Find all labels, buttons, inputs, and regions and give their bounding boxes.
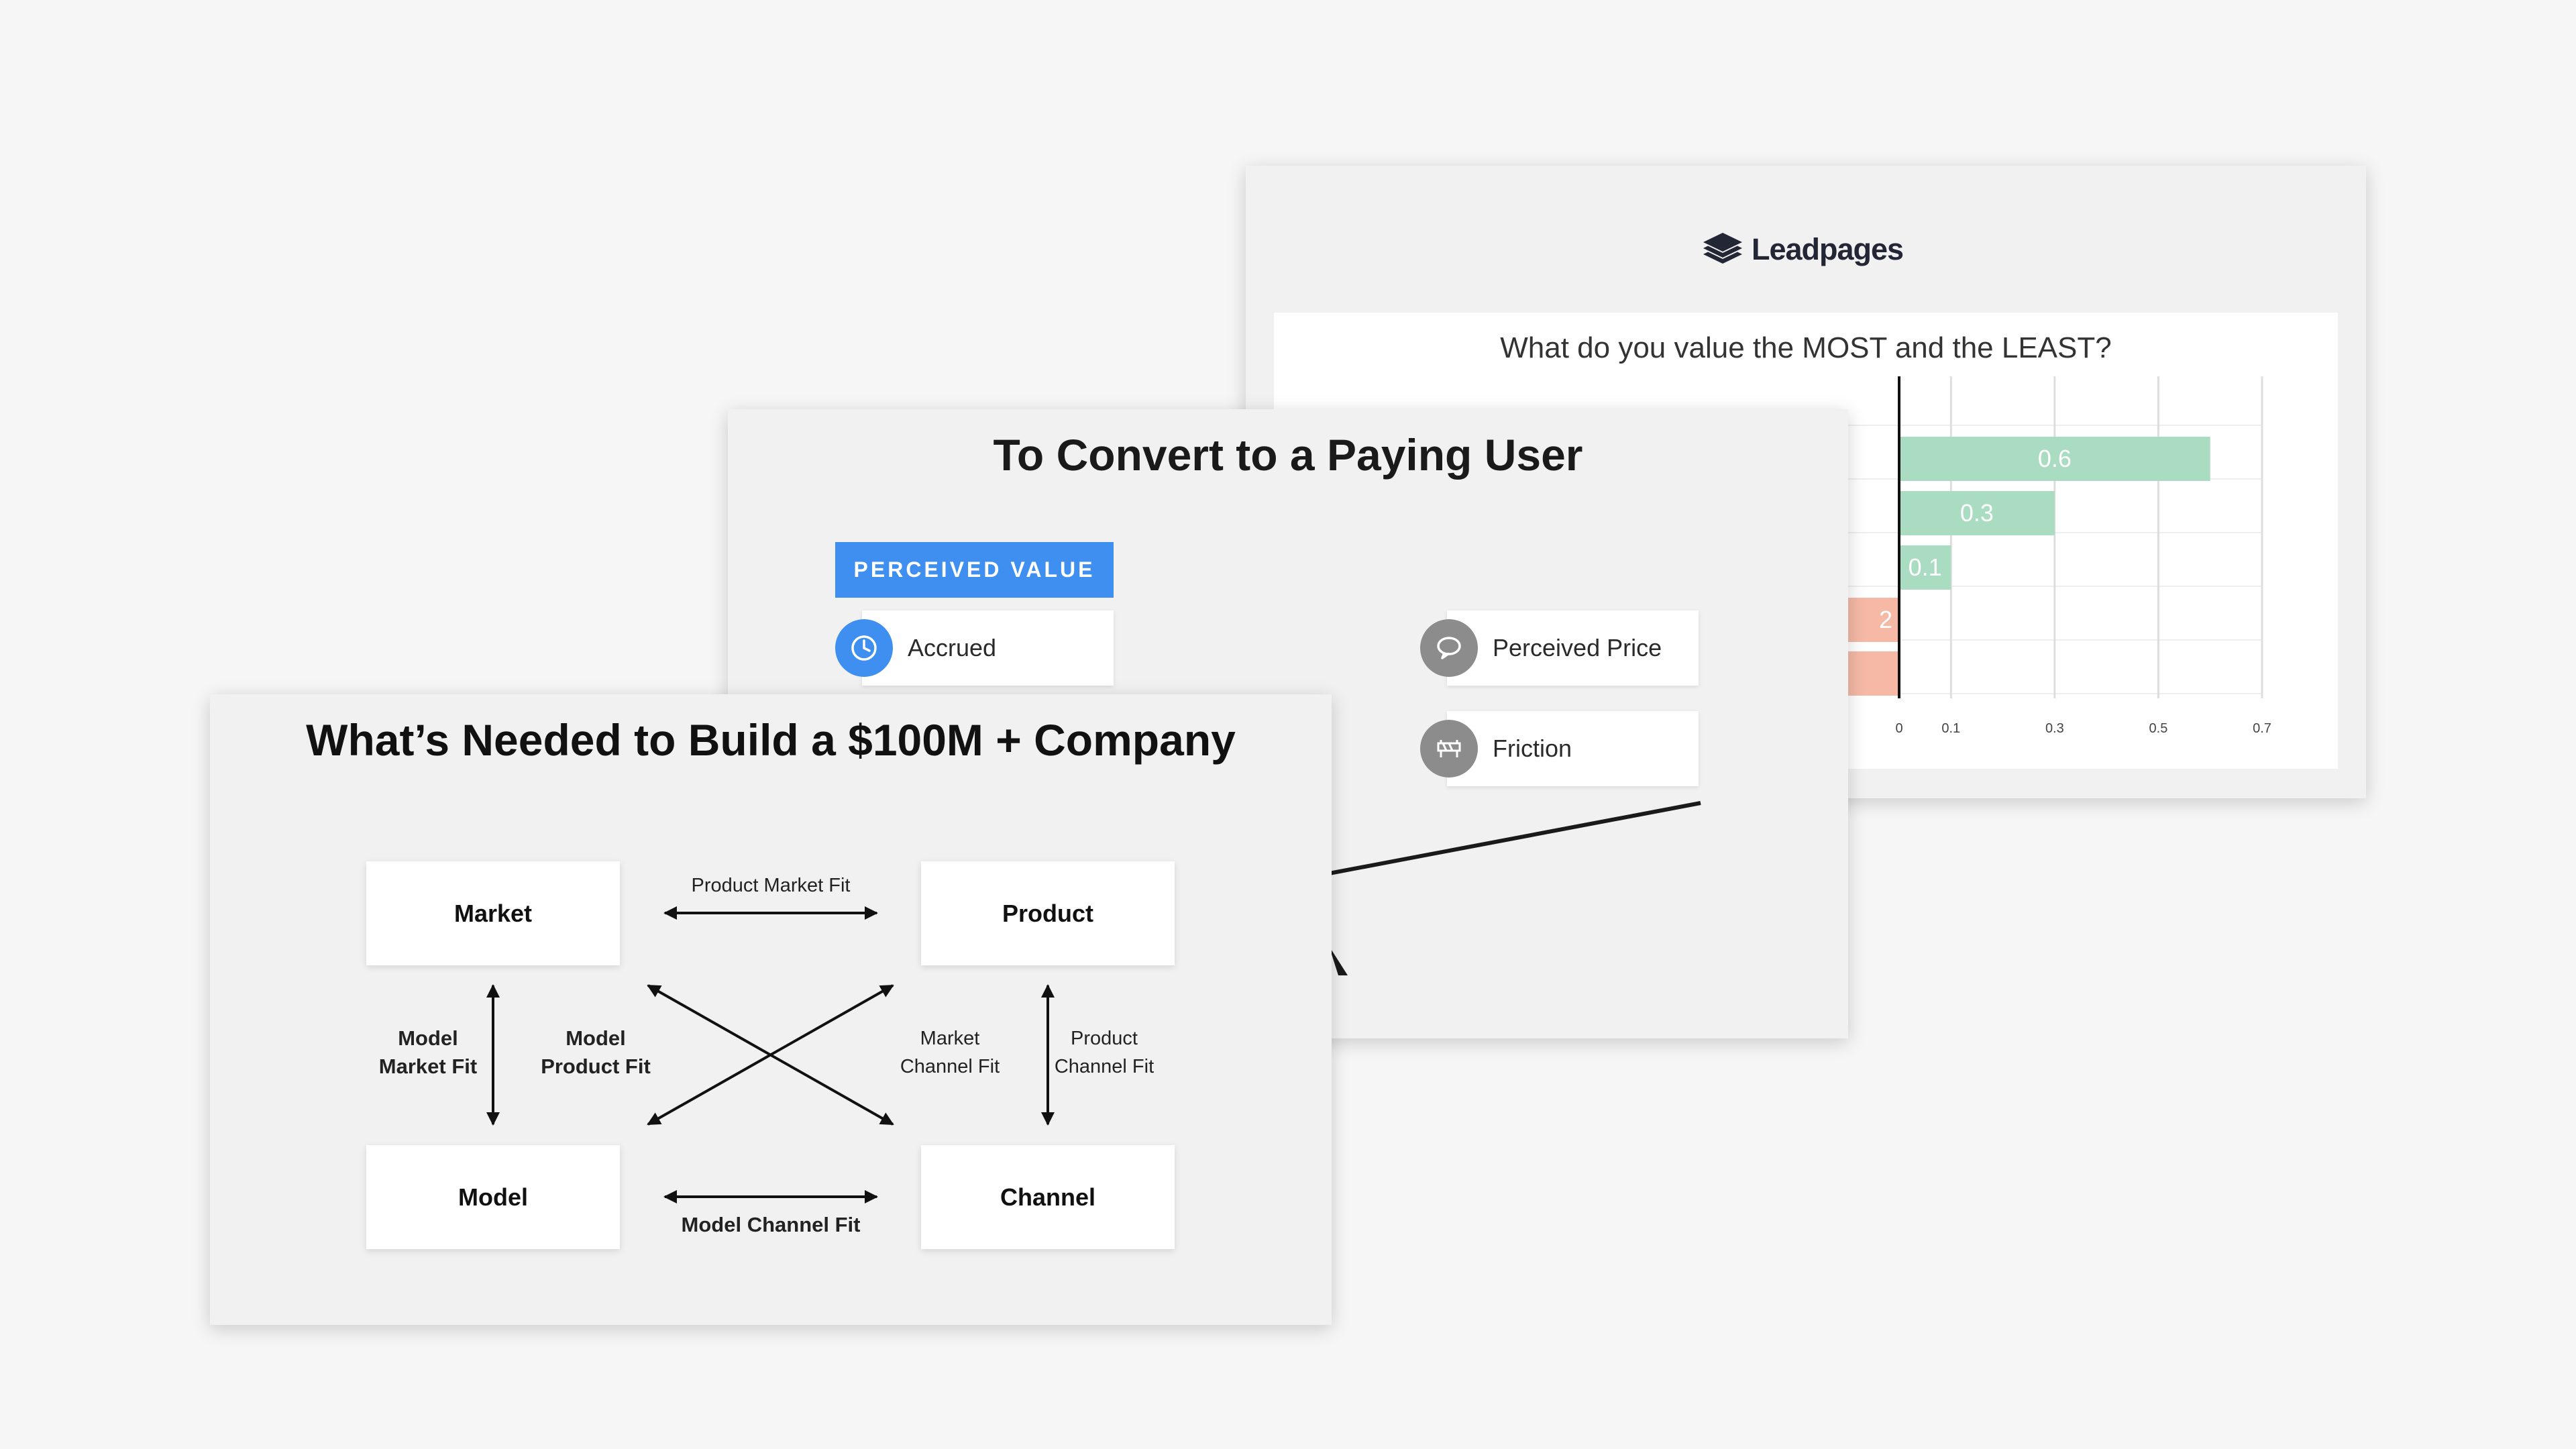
model-box: Model [366,1145,620,1249]
tick-label: 0.7 [2253,721,2271,736]
balance-line [1311,801,1701,975]
accrued-item: Accrued [835,610,1114,686]
perceived-price-item: Perceived Price [1420,610,1699,686]
product-market-fit-label: Product Market Fit [691,875,851,896]
product-box: Product [921,861,1175,965]
tick-label: 0.1 [1941,721,1960,736]
company-slide: What’s Needed to Build a $100M + Company… [210,694,1332,1325]
bar-positive [1899,437,2210,481]
clock-icon [835,619,893,677]
leadpages-logo: Leadpages [1702,229,1904,270]
model-channel-fit-label: Model Channel Fit [681,1213,861,1236]
fit-arrows [486,906,1055,1203]
survey-question: What do you value the MOST and the LEAST… [1500,331,2112,364]
channel-box: Channel [921,1145,1175,1249]
bar-label: 0.3 [1960,499,1994,527]
bar-label: 2 [1879,606,1892,633]
model-product-fit-label: Model Product Fit [541,1026,651,1078]
friction-item: Friction [1420,711,1699,786]
barrier-icon [1420,720,1478,777]
slide-title: To Convert to a Paying User [993,430,1583,480]
friction-label: Friction [1493,735,1572,762]
market-channel-fit-label: Market Channel Fit [900,1028,1000,1077]
speech-bubble-icon [1420,619,1478,677]
bar-positive [1899,491,2055,535]
market-box: Market [366,861,620,965]
fulcrum-triangle [1329,946,1348,975]
slide-title: What’s Needed to Build a $100M + Company [306,715,1236,765]
tick-label: 0.5 [2149,721,2168,736]
bar-positive [1899,545,1951,590]
perceived-value-header: PERCEIVED VALUE [835,542,1114,598]
model-market-fit-label: Model Market Fit [378,1026,478,1078]
model-product-fit-arrow [647,984,894,1126]
tick-label: 0.3 [2045,721,2064,736]
value-bar-chart: 0 0.1 0.3 0.5 0.7 0.6 0.3 0.1 2 [1676,376,2271,736]
bar-label: 0.1 [1909,553,1942,581]
layers-icon [1703,233,1742,264]
bar-label: 0.6 [2038,445,2072,472]
logo-text: Leadpages [1752,232,1904,266]
tick-label: 0 [1895,721,1902,736]
perceived-price-label: Perceived Price [1493,634,1662,661]
product-channel-fit-label: Product Channel Fit [1054,1028,1155,1077]
accrued-label: Accrued [908,634,997,661]
